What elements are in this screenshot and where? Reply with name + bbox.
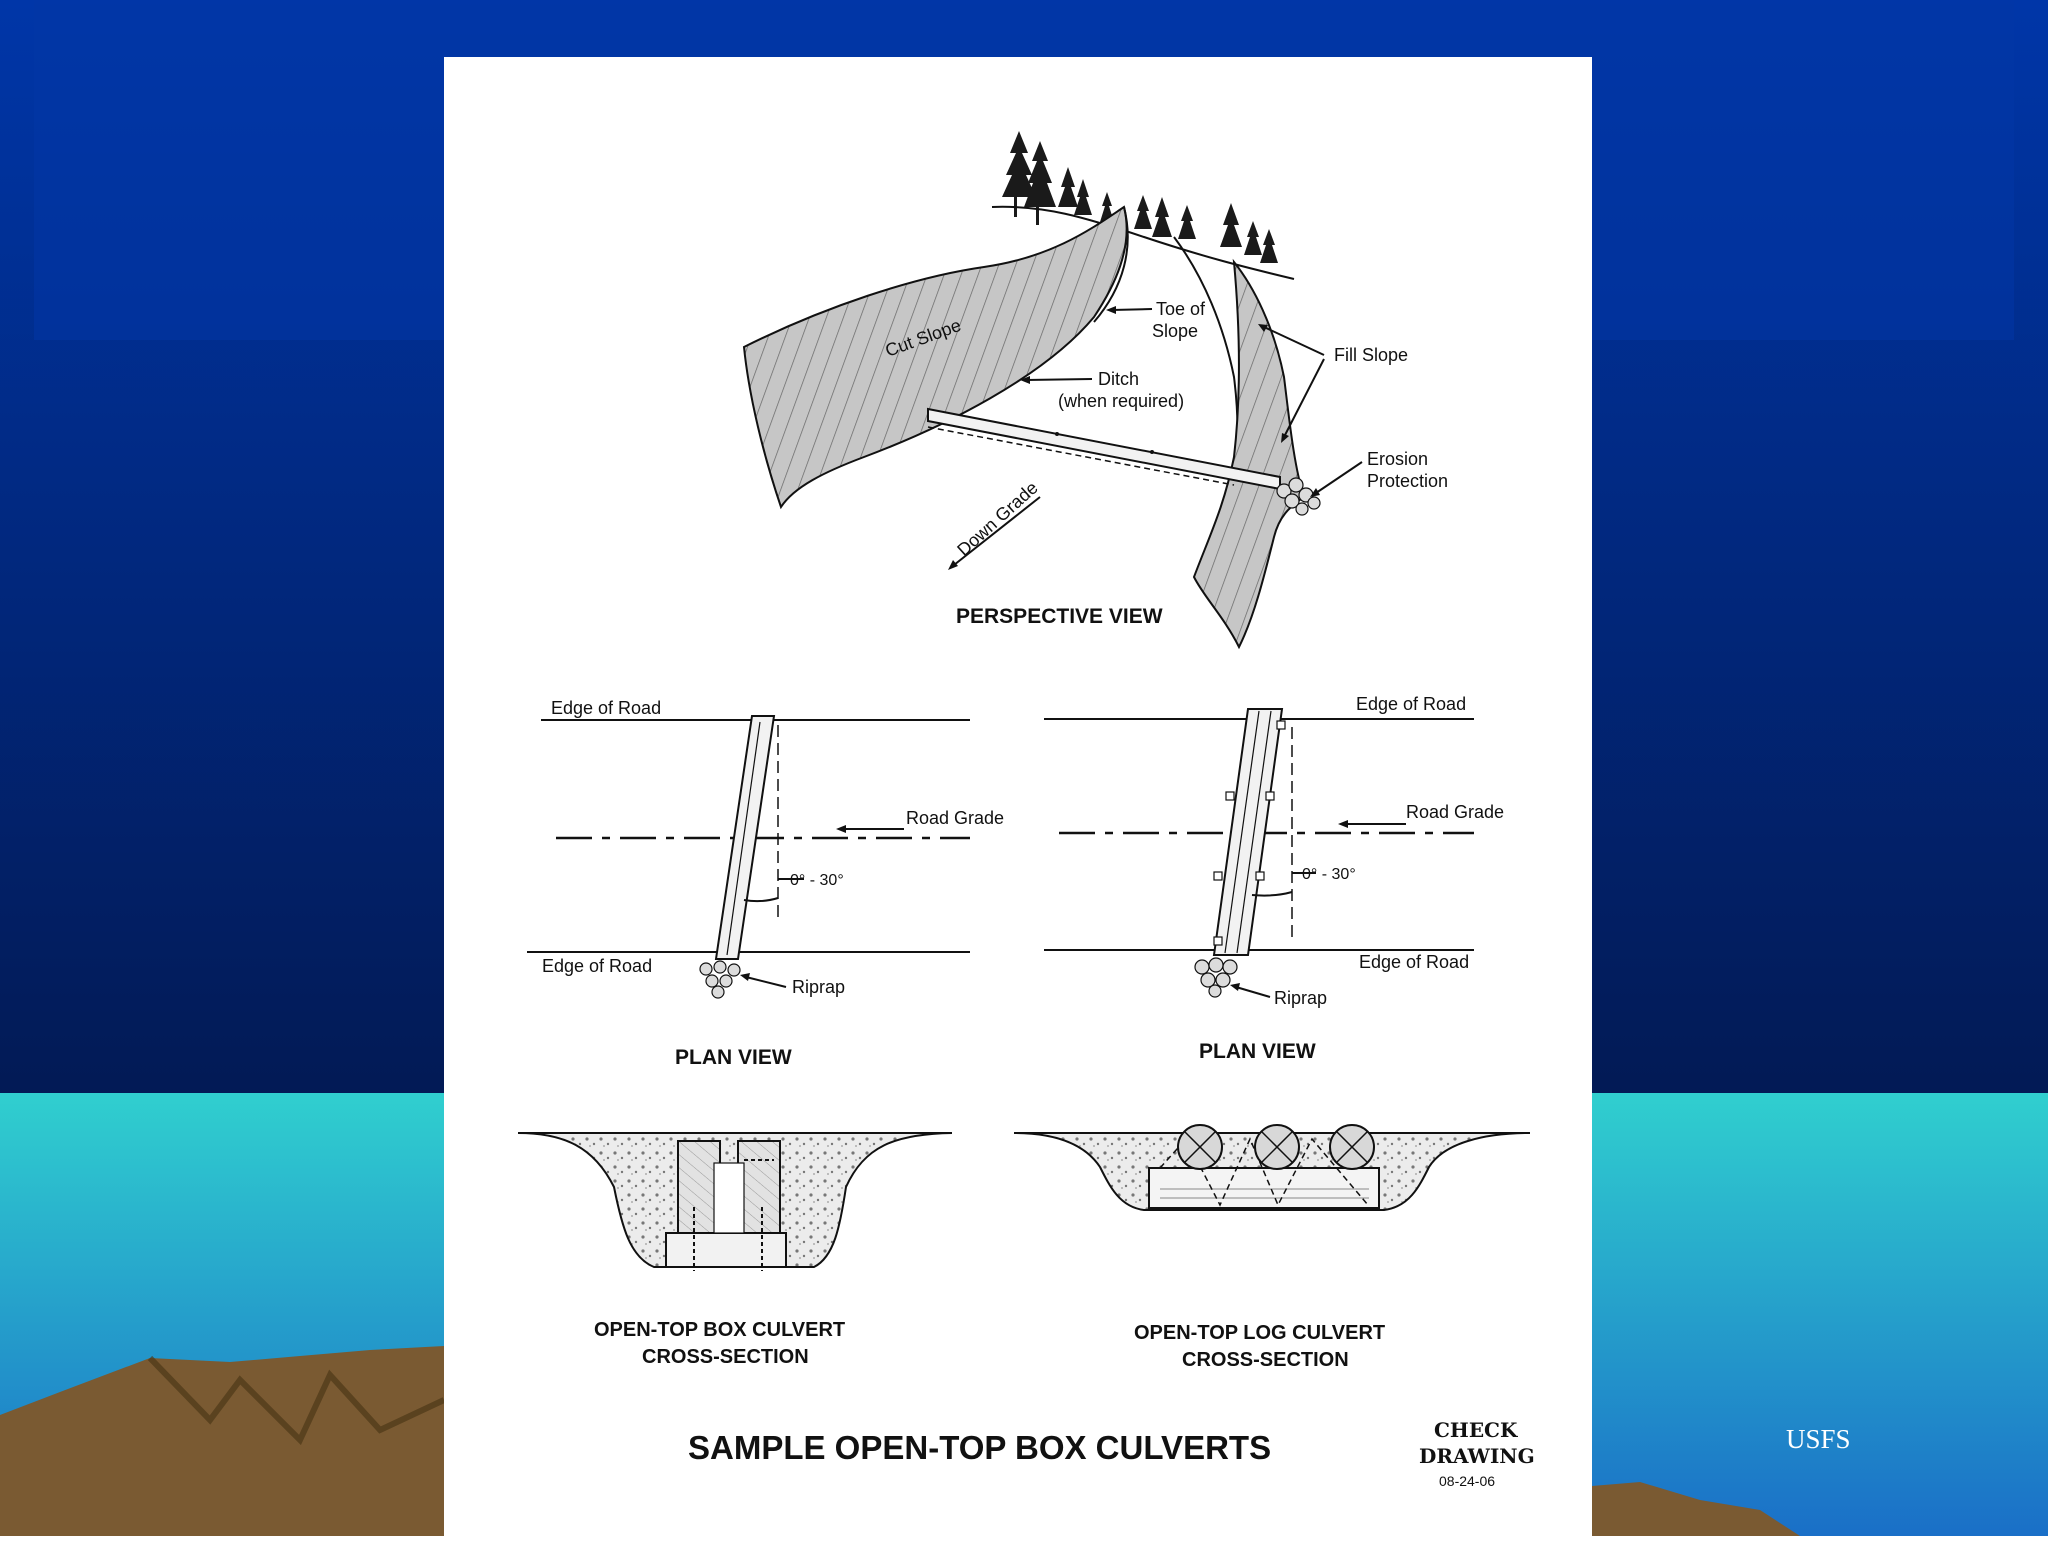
log-section-title-2: CROSS-SECTION — [1182, 1349, 1349, 1371]
plan-right-angle: 0° - 30° — [1302, 866, 1356, 883]
usfs-credit: USFS — [1786, 1424, 1851, 1454]
label-ditch-2: (when required) — [1058, 391, 1184, 411]
box-culvert-section: OPEN-TOP BOX CULVERT CROSS-SECTION — [517, 1132, 953, 1368]
log-section-title-1: OPEN-TOP LOG CULVERT — [1134, 1322, 1385, 1344]
right-mountain — [1592, 1482, 1800, 1536]
check-stamp-line1: CHECK — [1434, 1418, 1518, 1442]
box-section-title-1: OPEN-TOP BOX CULVERT — [594, 1319, 845, 1341]
tree-line — [1002, 131, 1278, 263]
label-toe-of-slope-2: Slope — [1152, 321, 1198, 341]
label-erosion-1: Erosion — [1367, 449, 1428, 469]
perspective-view: Cut Slope Toe of Slope Fill Slope Ditch … — [742, 131, 1448, 650]
plan-right-road-grade: Road Grade — [1406, 802, 1504, 822]
plan-left-riprap: Riprap — [792, 977, 845, 997]
plan-left-road-grade: Road Grade — [906, 808, 1004, 828]
drawing-date: 08-24-06 — [1439, 1473, 1495, 1489]
label-fill-slope: Fill Slope — [1334, 345, 1408, 365]
plan-view-right: 0° - 30° Road Grade Riprap Edge of Road … — [1044, 694, 1504, 1063]
cut-slope-shape — [742, 205, 1128, 510]
fill-slope-shape — [1192, 258, 1306, 650]
title-plan-view-left: PLAN VIEW — [675, 1046, 792, 1069]
box-section-title-2: CROSS-SECTION — [642, 1346, 809, 1368]
log-culvert-section: OPEN-TOP LOG CULVERT CROSS-SECTION — [1013, 1124, 1531, 1371]
plan-left-edge-top: Edge of Road — [551, 698, 661, 718]
check-stamp-line2: DRAWING — [1419, 1444, 1535, 1468]
culvert-perspective — [927, 407, 1281, 491]
drawing-main-title: SAMPLE OPEN-TOP BOX CULVERTS — [688, 1429, 1271, 1466]
label-erosion-2: Protection — [1367, 471, 1448, 491]
culvert-diagram: Cut Slope Toe of Slope Fill Slope Ditch … — [517, 131, 1535, 1489]
plan-right-edge-top: Edge of Road — [1356, 694, 1466, 714]
plan-right-riprap: Riprap — [1274, 988, 1327, 1008]
left-mountain — [0, 1346, 444, 1536]
label-ditch-1: Ditch — [1098, 369, 1139, 389]
plan-left-angle: 0° - 30° — [790, 872, 844, 889]
label-toe-of-slope-1: Toe of — [1156, 299, 1206, 319]
title-plan-view-right: PLAN VIEW — [1199, 1040, 1316, 1063]
plan-view-left: 0° - 30° Road Grade Riprap Edge of Road … — [527, 698, 1004, 1069]
culvert-drawing-sheet: Cut Slope Toe of Slope Fill Slope Ditch … — [444, 57, 1592, 1536]
erosion-riprap — [1276, 477, 1321, 516]
title-perspective-view: PERSPECTIVE VIEW — [956, 605, 1163, 628]
plan-left-edge-bottom: Edge of Road — [542, 956, 652, 976]
label-down-grade: Down Grade — [953, 477, 1041, 559]
plan-right-edge-bottom: Edge of Road — [1359, 952, 1469, 972]
